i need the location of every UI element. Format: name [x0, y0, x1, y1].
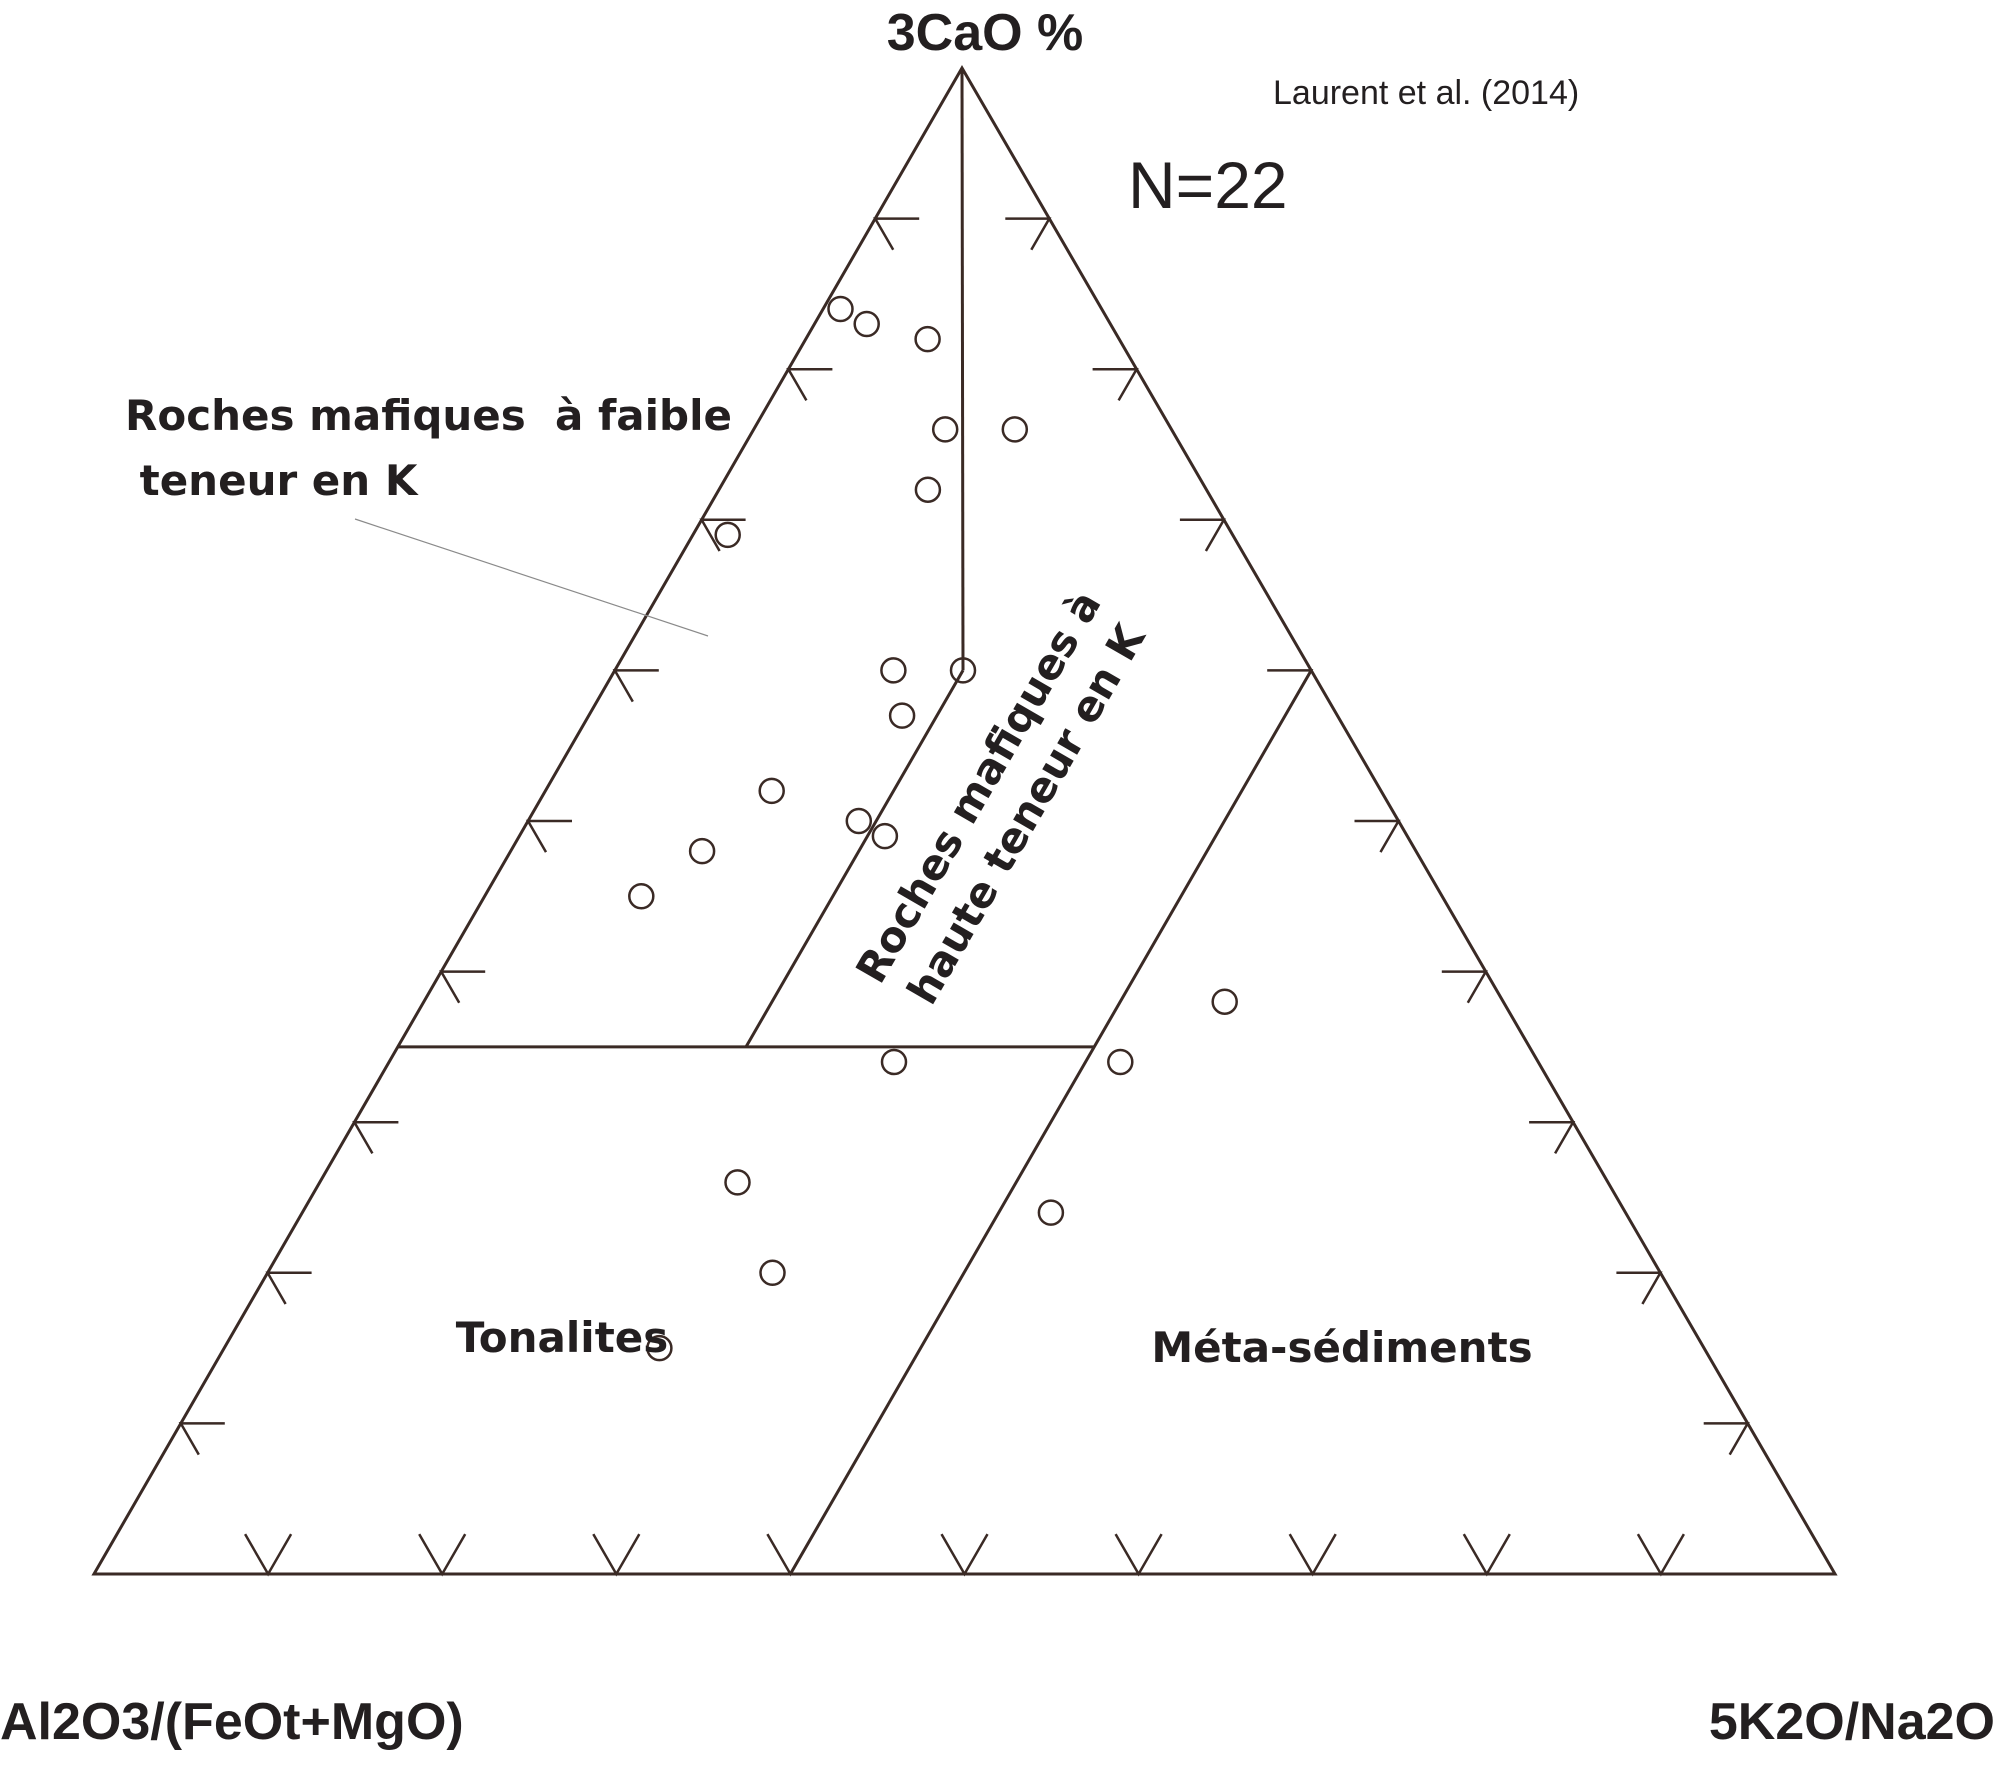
left-axis-tick — [178, 1422, 225, 1456]
field-label-low-k-mafic-line1: Roches mafiques à faible — [125, 391, 732, 440]
bottom-axis-tick — [592, 1533, 641, 1577]
sample-count-label: N=22 — [1128, 148, 1288, 222]
sample-points — [628, 295, 1238, 1362]
field-boundary-line — [789, 669, 1313, 1575]
field-boundaries — [397, 67, 1313, 1575]
apex-label-cao: 3CaO % — [887, 4, 1084, 62]
sample-point — [880, 657, 907, 684]
sample-point — [1107, 1048, 1134, 1076]
field-label-leader-line — [354, 518, 709, 637]
left-axis-tick — [265, 1271, 312, 1305]
right-axis-tick — [1267, 669, 1314, 703]
apex-label-k2o: 5K2O/Na2O — [1709, 1693, 1995, 1751]
sample-point — [871, 822, 899, 850]
left-axis-tick — [786, 367, 833, 402]
sample-point — [853, 310, 880, 338]
sample-point — [880, 1048, 908, 1076]
sample-point — [845, 807, 873, 835]
left-axis-tick — [525, 819, 572, 853]
sample-point — [688, 837, 716, 865]
field-label-low-k-mafic-line2: teneur en K — [125, 456, 419, 505]
right-axis-tick — [1354, 819, 1401, 853]
bottom-axis-tick — [1636, 1533, 1685, 1577]
sample-point — [724, 1169, 751, 1196]
axis-ticks — [178, 217, 1750, 1577]
field-boundary-line — [744, 669, 965, 1048]
left-axis-tick — [612, 669, 659, 703]
field-label-tonalites: Tonalites — [456, 1313, 669, 1362]
left-axis-tick — [699, 518, 746, 552]
right-axis-tick — [1529, 1120, 1576, 1155]
sample-point — [888, 702, 916, 729]
left-axis-tick — [873, 217, 920, 251]
sample-point — [827, 295, 854, 323]
right-axis-tick — [1703, 1422, 1750, 1456]
right-axis-tick — [1179, 518, 1227, 552]
right-axis-tick — [1005, 217, 1052, 251]
sample-point — [758, 777, 785, 805]
sample-point — [914, 325, 941, 353]
left-axis-tick — [352, 1120, 399, 1155]
bottom-axis-tick — [766, 1533, 815, 1577]
sample-point — [949, 657, 977, 684]
field-label-metasediments: Méta-sédiments — [1151, 1323, 1532, 1372]
citation-label: Laurent et al. (2014) — [1273, 74, 1579, 112]
sample-point — [646, 1334, 673, 1362]
sample-point — [1211, 988, 1238, 1015]
bottom-axis-tick — [1288, 1533, 1337, 1577]
apex-label-al2o3: Al2O3/(FeOt+MgO) — [0, 1693, 464, 1751]
bottom-axis-tick — [418, 1533, 467, 1577]
right-axis-tick — [1092, 367, 1139, 402]
field-boundary-line — [960, 67, 965, 671]
sample-point — [1037, 1199, 1065, 1226]
sample-point — [714, 521, 741, 549]
bottom-axis-tick — [1114, 1533, 1163, 1577]
bottom-axis-tick — [1462, 1533, 1511, 1577]
sample-point — [914, 476, 942, 503]
right-axis-tick — [1616, 1271, 1663, 1305]
sample-point — [628, 883, 655, 910]
right-axis-tick — [1441, 970, 1488, 1004]
left-axis-tick — [439, 970, 486, 1004]
sample-point — [759, 1259, 786, 1287]
bottom-axis-tick — [244, 1533, 293, 1577]
field-label-high-k-mafic: Roches mafiques à haute teneur en K — [846, 582, 1155, 1012]
bottom-axis-tick — [940, 1533, 989, 1577]
sample-point — [931, 416, 959, 443]
sample-point — [1001, 416, 1029, 443]
